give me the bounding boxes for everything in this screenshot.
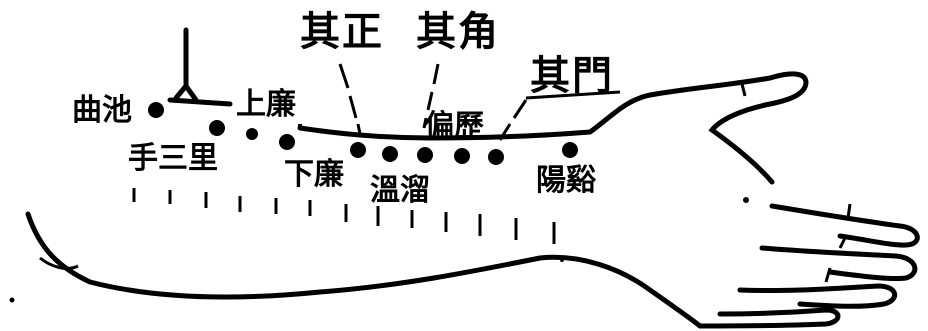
label-qi-jiao: 其角 (416, 8, 500, 55)
point-qi-zheng (350, 142, 366, 158)
finger-index (769, 203, 920, 248)
label-qi-zheng: 其正 (300, 8, 384, 55)
point-xia-lian (279, 134, 295, 150)
label-xia-lian: 下廉 (284, 157, 344, 192)
label-wen-liu: 溫溜 (370, 173, 430, 208)
cun-tick-marks (132, 188, 556, 244)
label-shou-san-li: 手三里 (128, 141, 218, 176)
qi-men-underline (525, 90, 621, 100)
label-qi-men: 其門 (530, 52, 614, 99)
arm-outline-bottom (25, 211, 703, 329)
point-wen-liu (382, 146, 398, 162)
finger-ring (737, 283, 897, 309)
point-pian-li (454, 148, 470, 164)
label-shang-lian: 上廉 (236, 87, 296, 122)
leader-qi-zheng (338, 63, 362, 135)
point-qu-chi (148, 102, 164, 118)
label-qu-chi: 曲池 (72, 93, 132, 128)
finger-little (697, 307, 841, 329)
arm-outline-top (297, 71, 809, 185)
point-yang-xi (562, 142, 578, 158)
point-qi-men (488, 149, 504, 165)
elbow-marker (167, 27, 233, 107)
leader-qi-men (498, 99, 528, 141)
leader-qi-jiao (422, 63, 440, 129)
point-shou-san-li (209, 120, 225, 136)
label-pian-li: 偏歷 (424, 109, 484, 144)
finger-middle (759, 245, 918, 282)
point-qi-jiao (417, 147, 433, 163)
point-shang-lian (246, 128, 258, 140)
label-yang-xi: 陽谿 (536, 163, 596, 198)
thumb-crease (740, 83, 747, 97)
